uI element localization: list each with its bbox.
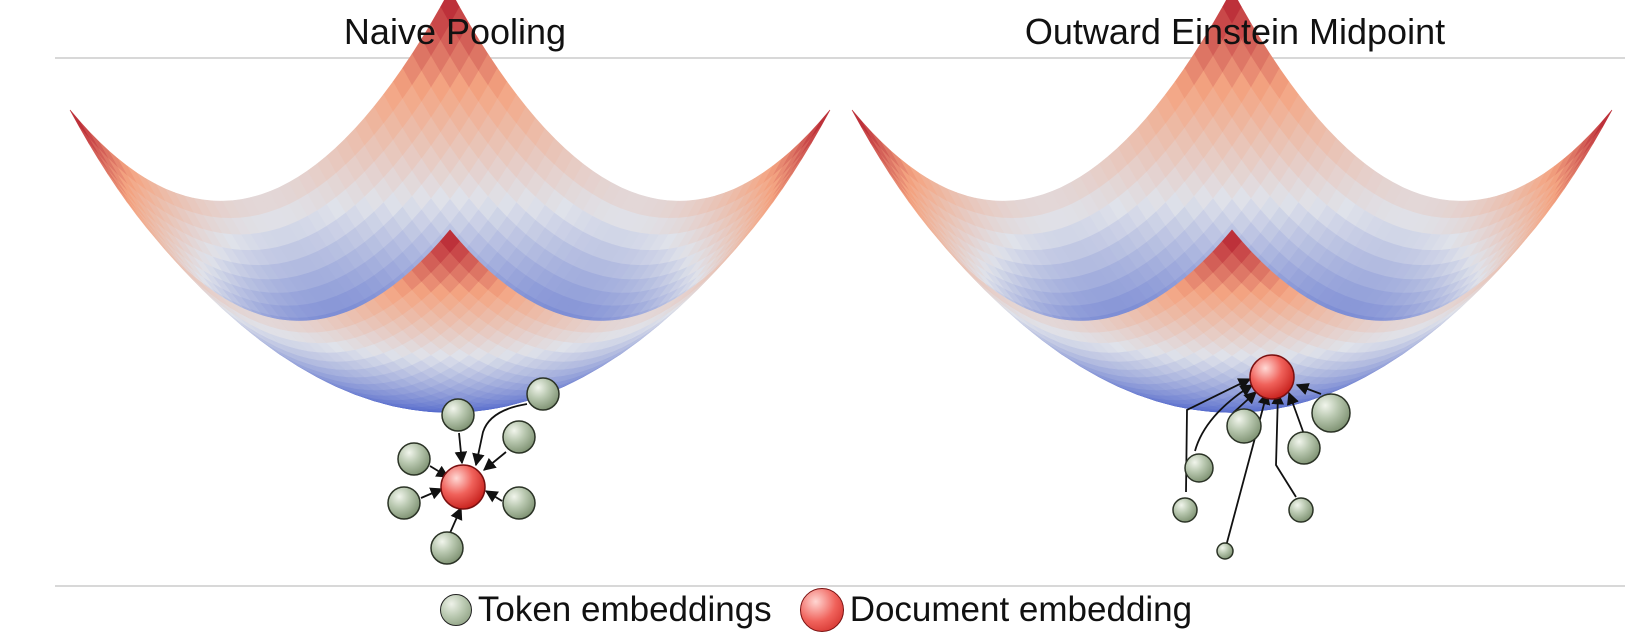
surface-patch <box>801 120 821 149</box>
legend-item-document: Document embedding <box>799 588 1193 632</box>
document-swatch-icon <box>799 588 844 632</box>
token-embedding-node <box>1288 497 1314 523</box>
legend-label-document: Document embedding <box>849 590 1193 629</box>
surface-patch <box>1583 120 1603 149</box>
token-embedding-node <box>1216 542 1234 560</box>
surface-patch <box>1222 229 1242 253</box>
surface-patch <box>440 229 460 253</box>
paraboloid-surface-right <box>851 0 1613 413</box>
token-embedding-node <box>526 377 560 411</box>
document-embedding-node <box>1249 354 1295 400</box>
paraboloid-surface-left <box>69 0 831 413</box>
arrow-edge <box>1232 391 1257 414</box>
surface-patch <box>810 109 831 139</box>
token-swatch-icon <box>439 594 472 626</box>
surface-patch <box>69 109 90 139</box>
arrow-edge <box>484 490 503 503</box>
token-embedding-node <box>1311 393 1351 433</box>
arrow-edge <box>420 487 444 500</box>
token-embedding-node <box>502 486 536 520</box>
arrow-edge <box>1194 384 1254 452</box>
legend: Token embeddings Document embedding <box>0 588 1632 632</box>
token-embedding-node <box>502 420 536 454</box>
token-embedding-node <box>441 398 475 432</box>
tokens-right <box>1172 393 1351 560</box>
arrow-edge <box>1295 383 1322 395</box>
document-embedding-node <box>440 464 486 510</box>
legend-label-token: Token embeddings <box>477 590 772 629</box>
surface-patch <box>1592 109 1613 139</box>
arrow-edge <box>454 432 468 465</box>
arrow-edge <box>449 506 463 534</box>
tokens-left <box>387 377 560 565</box>
surface-patch <box>861 120 881 149</box>
arrow-edge <box>483 451 507 471</box>
surface-patch <box>79 120 99 149</box>
panel-title-right: Outward Einstein Midpoint <box>1024 11 1446 52</box>
naive-pooling-graph <box>387 377 560 565</box>
token-embedding-node <box>430 531 464 565</box>
token-embedding-node <box>1184 453 1214 483</box>
arrow-edge <box>472 403 528 467</box>
token-embedding-node <box>397 442 431 476</box>
einstein-midpoint-graph <box>1172 354 1351 560</box>
panel-title-left: Naive Pooling <box>343 11 567 52</box>
token-embedding-node <box>1172 497 1198 523</box>
arrow-edge <box>1287 391 1306 438</box>
token-embedding-node <box>1287 431 1321 465</box>
arrow-edge <box>1271 391 1297 498</box>
token-embedding-node <box>387 486 421 520</box>
token-embedding-node <box>1226 408 1262 444</box>
surface-patch <box>851 109 872 139</box>
legend-item-token: Token embeddings <box>439 588 772 632</box>
